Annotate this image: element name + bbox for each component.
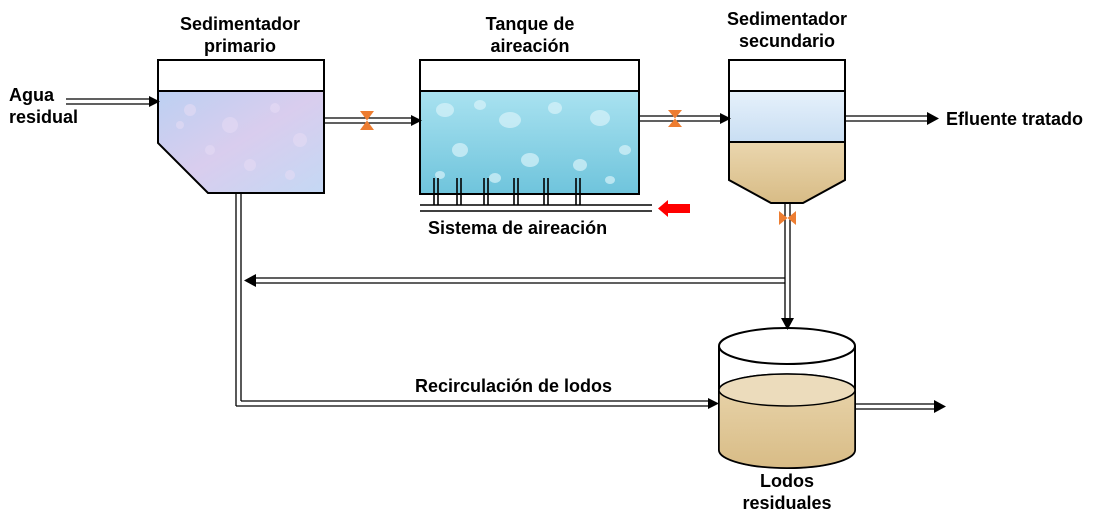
air-inlet-arrow <box>658 200 690 217</box>
aeration-tank <box>419 59 640 195</box>
aeration-system-pipes <box>420 178 652 212</box>
valve-icon <box>779 211 796 225</box>
secondary-clarifier-label: Sedimentador secundario <box>726 9 848 51</box>
flow-arrowheads <box>149 96 946 413</box>
valve-icon <box>360 111 374 130</box>
primary-clarifier <box>157 59 325 194</box>
valve-icon <box>668 110 682 127</box>
waste-sludge-label: Lodos residuales <box>742 471 832 513</box>
aeration-tank-label: Tanque de aireación <box>485 14 575 56</box>
primary-clarifier-label: Sedimentador primario <box>179 14 301 56</box>
aeration-system-label: Sistema de aireación <box>428 218 608 238</box>
waste-sludge-tank <box>718 327 856 469</box>
influent-label: Agua residual <box>9 85 79 127</box>
recirculation-label: Recirculación de lodos <box>415 376 613 396</box>
secondary-clarifier <box>728 59 846 204</box>
effluent-label: Efluente tratado <box>946 109 1084 129</box>
